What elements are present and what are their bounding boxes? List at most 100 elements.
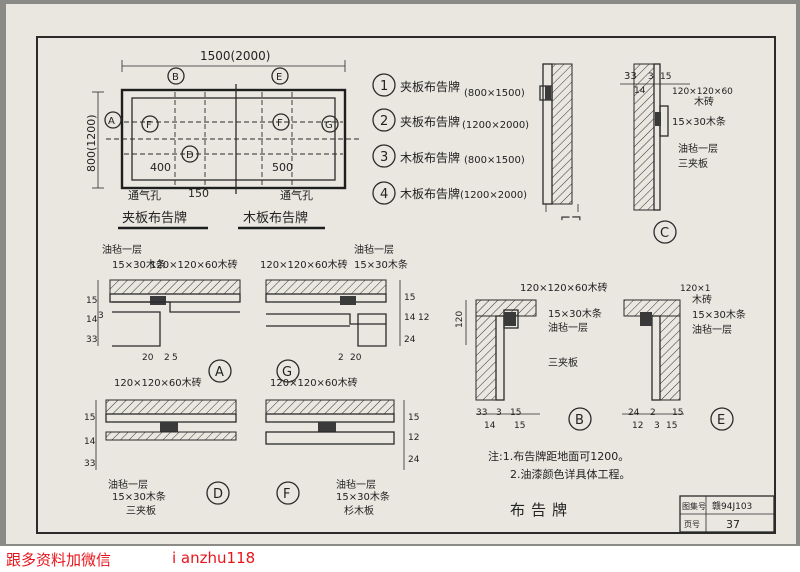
a-dim-14: 14	[86, 315, 98, 325]
g-dim-20: 20	[350, 353, 362, 363]
d-brick: 120×120×60木砖	[114, 376, 202, 389]
c-dim-3: 3	[648, 72, 654, 82]
drawing-title: 布告牌	[510, 501, 573, 519]
c-brick-label: 120×120×60	[672, 87, 733, 97]
caption-plywood: 夹板布告牌	[122, 210, 187, 226]
b-dim-120: 120	[455, 311, 465, 328]
legend-1-size: (800×1500)	[464, 88, 525, 99]
a-dim-33: 33	[86, 335, 97, 345]
d-dim-14: 14	[84, 437, 96, 447]
legend-2-num: 2	[380, 114, 388, 129]
marker-d: D	[213, 487, 223, 502]
plan-marker-a: A	[108, 116, 115, 127]
note-1: 注:1.布告牌距地面可1200。	[488, 449, 629, 463]
dim-400: 400	[150, 161, 171, 174]
legend-3-num: 3	[380, 150, 388, 165]
legend-3-size: (800×1500)	[464, 155, 525, 166]
dim-500: 500	[272, 161, 293, 174]
e-dim-2: 2	[650, 408, 656, 418]
b-dim-14: 14	[484, 421, 496, 431]
c-oil-felt: 油毡一层	[678, 142, 718, 155]
e-oil-felt: 油毡一层	[692, 323, 732, 336]
marker-a: A	[215, 365, 224, 380]
b-dim-15b: 15	[514, 421, 525, 431]
marker-f: F	[283, 487, 290, 502]
marker-g: G	[282, 365, 292, 380]
section-g: 120×120×60木砖 油毡一层 15×30木条 15 14 12 24 2 …	[260, 243, 429, 383]
note-2: 2.油漆颜色详具体工程。	[510, 467, 631, 481]
plan-marker-g: G	[325, 120, 333, 131]
plan-marker-f: F	[146, 120, 152, 131]
plan-marker-f2: F	[277, 118, 283, 129]
overall-width-dim: 1500(2000)	[200, 49, 270, 63]
e-batten: 15×30木条	[692, 308, 746, 321]
f-batten: 15×30木条	[336, 490, 390, 503]
a-brick: 120×120×60木砖	[150, 258, 238, 271]
a-batten: 15×30木条	[112, 258, 166, 271]
d-batten: 15×30木条	[112, 490, 166, 503]
e-wood-brick: 木砖	[692, 293, 712, 306]
c-dim-33: 33	[624, 71, 637, 82]
legend-1-name: 夹板布告牌	[400, 80, 460, 94]
page-label: 页号	[684, 520, 700, 529]
legend-1-num: 1	[380, 79, 388, 94]
title-block: 图集号 赣94J103 页号 37	[679, 495, 775, 533]
e-dim-24: 24	[628, 408, 640, 418]
legend-2-size: (1200×2000)	[462, 120, 529, 131]
atlas-value: 赣94J103	[712, 500, 752, 512]
b-dim-33: 33	[476, 408, 487, 418]
f-brick: 120×120×60木砖	[270, 376, 358, 389]
section-c: ⌐¬ 33 14 3 15 120×120×60 木砖 15×30木条 油毡一层…	[539, 63, 733, 244]
promo-text: 跟多资料加微信	[6, 551, 112, 569]
plan-marker-d: D	[186, 150, 194, 161]
caption-wood: 木板布告牌	[243, 210, 308, 226]
legend-4-name: 木板布告牌	[400, 187, 460, 201]
atlas-label: 图集号	[682, 501, 706, 511]
legend-3-name: 木板布告牌	[400, 151, 460, 165]
g-batten: 15×30木条	[354, 258, 408, 271]
d-oil-felt: 油毡一层	[108, 478, 148, 491]
g-dim-12: 12	[418, 313, 429, 323]
c-wood-brick: 木砖	[694, 95, 714, 108]
g-dim-14: 14	[404, 313, 416, 323]
e-dim-12: 12	[632, 421, 643, 431]
plan-marker-e: E	[276, 72, 282, 83]
g-dim-24: 24	[404, 335, 416, 345]
section-line-mark: ⌐¬	[560, 211, 582, 226]
f-dim-15: 15	[408, 413, 419, 423]
vent-left-label: 通气孔	[128, 188, 161, 202]
overall-height-dim: 800(1200)	[85, 114, 98, 172]
a-dim-5: 5	[172, 353, 178, 363]
footer-banner: 跟多资料加微信 i anzhu118	[0, 546, 800, 572]
vent-right-label: 通气孔	[280, 188, 313, 202]
section-f: 120×120×60木砖 15 12 24 油毡一层 15×30木条 杉木板 F	[265, 376, 420, 517]
b-batten: 15×30木条	[548, 307, 602, 320]
f-dim-12: 12	[408, 433, 419, 443]
marker-e: E	[717, 413, 725, 428]
f-dim-24: 24	[408, 455, 420, 465]
b-dim-3: 3	[496, 408, 502, 418]
wechat-id: i anzhu118	[172, 549, 256, 567]
sheet-frame	[36, 36, 776, 534]
d-plywood: 三夹板	[126, 504, 156, 517]
legend-4-num: 4	[380, 187, 388, 202]
a-dim-3: 3	[98, 311, 104, 321]
section-b: 120×120×60木砖 120 15×30木条 油毡一层 三夹板 33 3 1…	[455, 281, 608, 431]
legend-2-name: 夹板布告牌	[400, 115, 460, 129]
c-dim-15: 15	[660, 72, 671, 82]
a-dim-20: 20	[142, 353, 154, 363]
plan-marker-b: B	[172, 72, 179, 83]
redacted-box	[128, 550, 170, 568]
section-d: 120×120×60木砖 15 14 33 油毡一层 15×30木条 三夹板 D	[84, 376, 237, 517]
b-oil-felt: 油毡一层	[548, 321, 588, 334]
page-value: 37	[726, 518, 740, 531]
f-wood-board: 杉木板	[344, 504, 374, 517]
g-dim-15: 15	[404, 293, 415, 303]
marker-c: C	[660, 226, 669, 241]
legend-4-size: (1200×2000)	[460, 190, 527, 201]
section-e: 120×1 木砖 15×30木条 油毡一层 24 2 15 12 3 15 E	[622, 284, 746, 431]
a-oil-felt: 油毡一层	[102, 243, 142, 256]
drawing-sheet	[6, 4, 796, 544]
g-dim-2: 2	[338, 353, 344, 363]
